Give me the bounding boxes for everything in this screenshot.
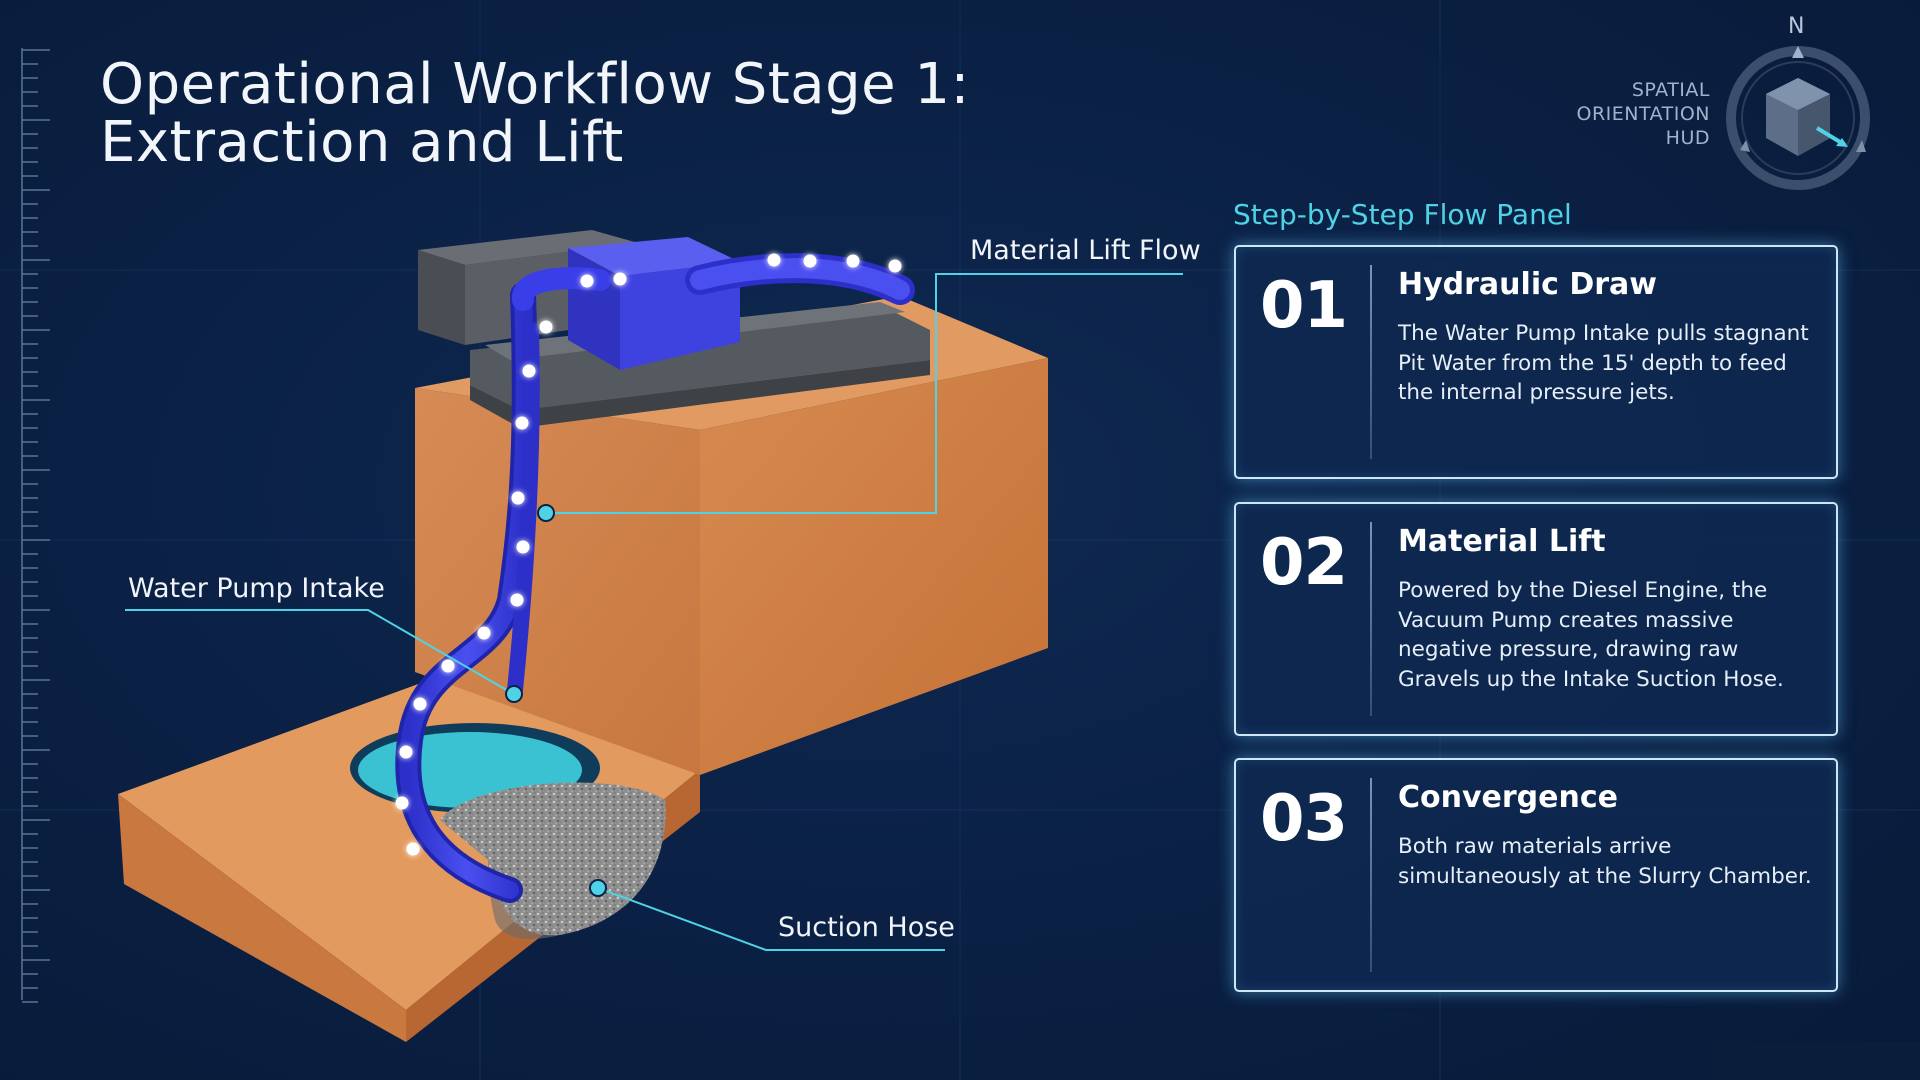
hud-label-line-2: ORIENTATION: [1576, 103, 1710, 125]
title-line-1: Operational Workflow Stage 1:: [100, 52, 970, 117]
compass-north-letter: N: [1788, 14, 1805, 39]
step-title: Hydraulic Draw: [1398, 267, 1657, 302]
title-line-2: Extraction and Lift: [100, 110, 624, 175]
step-divider: [1370, 778, 1372, 972]
flow-bead: [539, 320, 553, 334]
flow-bead: [516, 540, 530, 554]
callout-anchors: [505, 504, 607, 897]
gravel-pile: [440, 782, 666, 940]
step-description: The Water Pump Intake pulls stagnant Pit…: [1398, 321, 1809, 405]
step-card-01: 01 Hydraulic Draw The Water Pump Intake …: [1234, 245, 1838, 479]
flow-bead: [580, 274, 594, 288]
orientation-cube-icon: [1726, 46, 1870, 190]
flow-panel-heading: Step-by-Step Flow Panel: [1233, 198, 1572, 231]
step-description: Both raw materials arrive simultaneously…: [1398, 834, 1812, 889]
step-card-02: 02 Material Lift Powered by the Diesel E…: [1234, 502, 1838, 736]
step-number: 03: [1260, 782, 1348, 856]
step-title: Material Lift: [1398, 524, 1606, 559]
flow-bead: [399, 745, 413, 759]
flow-bead: [413, 697, 427, 711]
material-flow-beads: [395, 253, 902, 856]
hud-label-line-3: HUD: [1665, 127, 1710, 149]
step-card-03: 03 Convergence Both raw materials arrive…: [1234, 758, 1838, 992]
step-description: Powered by the Diesel Engine, the Vacuum…: [1398, 578, 1784, 692]
flow-bead: [441, 659, 455, 673]
flow-bead: [522, 364, 536, 378]
flow-bead: [803, 254, 817, 268]
flow-bead: [477, 626, 491, 640]
suction-hose-leader: [597, 887, 945, 951]
hud-label-line-1: SPATIAL: [1631, 79, 1710, 101]
flow-bead: [510, 593, 524, 607]
flow-bead: [613, 272, 627, 286]
flow-bead: [395, 796, 409, 810]
vertical-scale-ruler: [21, 48, 50, 1003]
water-pump-intake-anchor: [505, 685, 523, 703]
water-pump-intake-leader: [125, 609, 511, 693]
step-divider: [1370, 265, 1372, 459]
corner-watermark-box: [1712, 1042, 1920, 1080]
material-lift-anchor: [537, 504, 555, 522]
spatial-orientation-hud-label: SPATIAL ORIENTATION HUD: [1545, 78, 1710, 150]
step-divider: [1370, 522, 1372, 716]
material-lift-flow-label: Material Lift Flow: [970, 235, 1201, 266]
suction-hose-label: Suction Hose: [778, 912, 955, 943]
step-number: 01: [1260, 269, 1348, 343]
step-title: Convergence: [1398, 780, 1618, 815]
callout-leaders: [125, 273, 1183, 951]
water-pump-intake-label: Water Pump Intake: [128, 573, 385, 604]
flow-bead: [767, 253, 781, 267]
flow-bead: [888, 259, 902, 273]
flow-bead: [406, 842, 420, 856]
step-number: 02: [1260, 526, 1348, 600]
flow-bead: [511, 491, 525, 505]
material-lift-leader: [546, 273, 1183, 514]
suction-hose-anchor: [589, 879, 607, 897]
flow-bead: [515, 416, 529, 430]
page-title: Operational Workflow Stage 1: Extraction…: [100, 56, 970, 172]
flow-bead: [846, 254, 860, 268]
